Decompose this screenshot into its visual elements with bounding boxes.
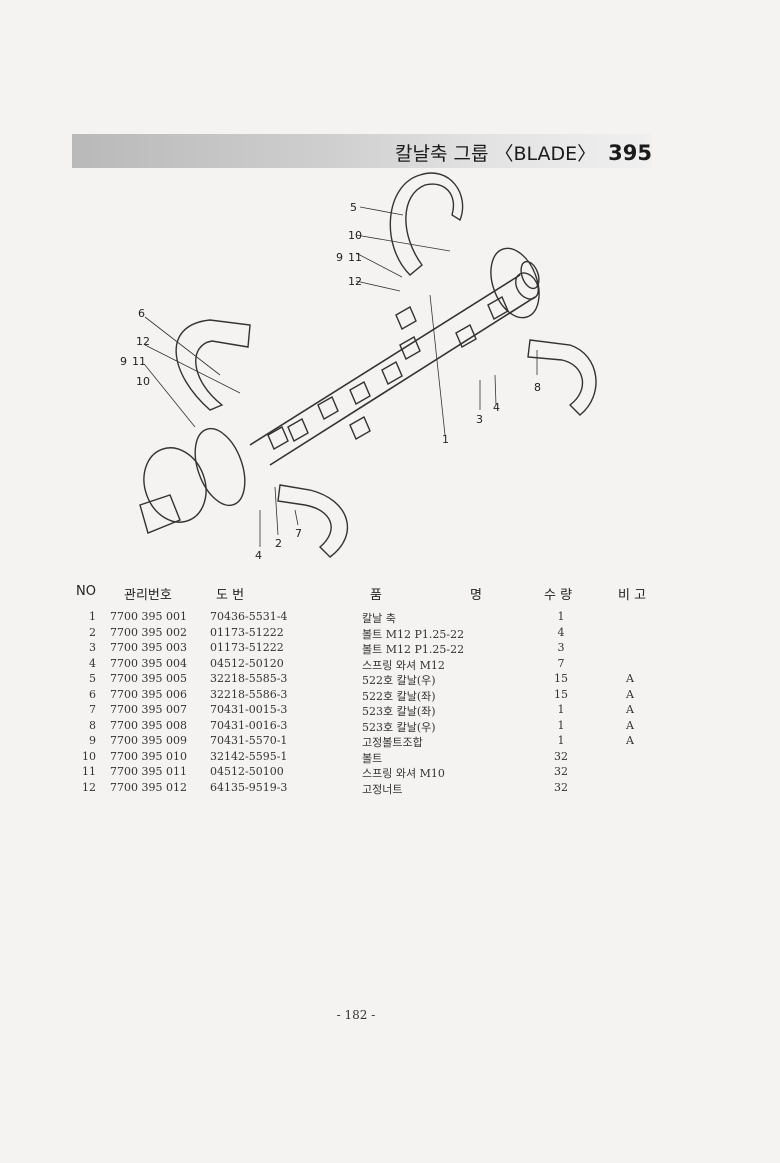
- section-title: 칼날축 그룹 〈BLADE〉 395: [395, 139, 652, 166]
- blade-8: [527, 339, 597, 416]
- callout-1: 1: [442, 433, 449, 446]
- blade-5: [389, 172, 464, 276]
- shaft-upper-edge: [249, 274, 521, 446]
- callout-12-lower: 12: [136, 335, 150, 348]
- callout-10-lower: 10: [136, 375, 150, 388]
- callout-9-upper: 9: [336, 251, 343, 264]
- left-flange: [194, 427, 246, 507]
- callout-5: 5: [350, 201, 357, 214]
- callout-9-lower: 9: [120, 355, 127, 368]
- col-quantity: 수 량: [544, 588, 573, 603]
- callout-7: 7: [295, 527, 302, 540]
- header-band: [72, 134, 652, 168]
- spline-shaft: [139, 494, 181, 534]
- diagram-callouts: 5 10 9 11 12 6 12 9 11 10 8 3 4 1 4 2 7: [120, 201, 541, 562]
- callout-11-upper: 11: [348, 251, 362, 264]
- callout-6: 6: [138, 307, 145, 320]
- col-part-name-1: 품: [370, 588, 382, 603]
- blade-6: [175, 319, 251, 411]
- col-no: NO: [76, 584, 96, 599]
- section-title-text: 칼날축 그룹 〈BLADE〉: [394, 143, 597, 165]
- left-coupling: [143, 447, 207, 523]
- exploded-parts-diagram: 5 10 9 11 12 6 12 9 11 10 8 3 4 1 4 2 7: [100, 165, 620, 575]
- callout-12-upper: 12: [348, 275, 362, 288]
- col-remark: 비 고: [618, 588, 647, 603]
- shaft-lower-edge: [269, 296, 536, 466]
- section-number: 395: [608, 141, 652, 165]
- callout-8: 8: [534, 381, 541, 394]
- blade-brackets: [267, 296, 509, 450]
- callout-3: 3: [476, 413, 483, 426]
- col-mgmt-number: 관리번호: [124, 588, 172, 603]
- right-flange: [490, 247, 540, 319]
- parts-table-header: NO 관리번호 도 번 품 명 수 량 비 고: [0, 584, 780, 604]
- blade-7: [277, 484, 349, 558]
- callout-4-lower: 4: [255, 549, 262, 562]
- callout-10-upper: 10: [348, 229, 362, 242]
- callout-4-upper: 4: [493, 401, 500, 414]
- col-drawing-number: 도 번: [216, 588, 245, 603]
- col-part-name-2: 명: [470, 588, 482, 603]
- shaft-end: [515, 272, 539, 300]
- callout-2: 2: [275, 537, 282, 550]
- callout-11-lower: 11: [132, 355, 146, 368]
- right-hub: [520, 260, 540, 290]
- blade-shaft-drawing: 5 10 9 11 12 6 12 9 11 10 8 3 4 1 4 2 7: [120, 172, 597, 562]
- page-number: - 182 -: [336, 1008, 376, 1022]
